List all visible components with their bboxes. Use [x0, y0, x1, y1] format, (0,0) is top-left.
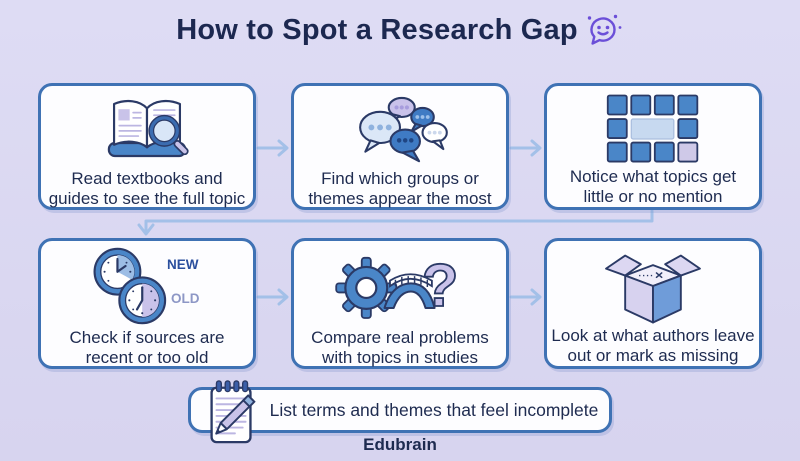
topic-grid-missing-icon	[547, 86, 759, 167]
step-card-find-groups: Find which groups or themes appear the m…	[291, 83, 509, 210]
clock-new-label: NEW	[167, 257, 199, 272]
arrow-step5-step6	[509, 288, 542, 306]
step-label: Read textbooks and guides to see the ful…	[48, 169, 246, 209]
step-label: Compare real problems with topics in stu…	[311, 328, 489, 368]
open-empty-box-icon	[547, 241, 759, 326]
step-card-authors-missing: Look at what authors leave out or mark a…	[544, 238, 762, 369]
page-title: How to Spot a Research Gap	[176, 14, 578, 46]
step-label: Check if sources are recent or too old	[69, 328, 225, 368]
step-card-read-textbooks: Read textbooks and guides to see the ful…	[38, 83, 256, 210]
step-card-check-sources: NEW OLD Check if sources are recent or t…	[38, 238, 256, 369]
summary-banner-label: List terms and themes that feel incomple…	[269, 399, 599, 420]
step-label: Find which groups or themes appear the m…	[308, 169, 492, 209]
summary-banner: List terms and themes that feel incomple…	[188, 380, 612, 444]
arrow-step4-step5	[256, 288, 289, 306]
gear-bridge-question-icon: ?	[294, 241, 506, 328]
brand-name: Edubrain	[363, 435, 437, 454]
chat-bot-icon	[587, 14, 622, 45]
new-old-clocks-icon: NEW OLD	[41, 241, 253, 328]
arrow-step1-step2	[256, 139, 289, 157]
step-card-notice-topics: Notice what topics get little or no ment…	[544, 83, 762, 210]
step-label: Notice what topics get little or no ment…	[569, 167, 737, 207]
title-row: How to Spot a Research Gap	[0, 14, 800, 52]
notepad-pencil-icon	[210, 380, 256, 444]
clock-old-label: OLD	[171, 291, 200, 306]
speech-bubbles-icon	[294, 86, 506, 169]
step-card-compare-problems: ? Compare rea	[291, 238, 509, 369]
arrow-step2-step3	[509, 139, 542, 157]
step-label: Look at what authors leave out or mark a…	[551, 326, 755, 366]
open-book-magnifier-icon	[41, 86, 253, 169]
